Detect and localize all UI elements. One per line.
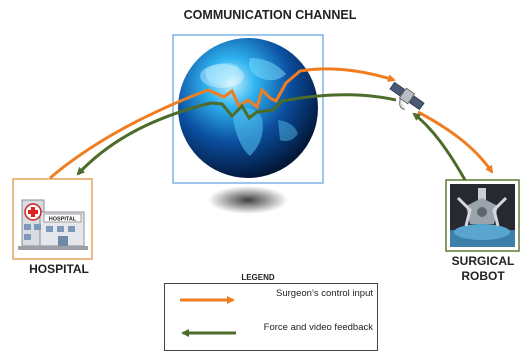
legend: Surgeon’s control input Force and video … [164,283,378,351]
feedback-path-satellite-to-hospital [76,93,397,176]
globe-shadow [208,186,288,214]
feedback-path-robot-to-satellite [412,112,467,181]
diagram-title: COMMUNICATION CHANNEL [183,8,357,22]
hospital-building-icon [18,199,88,250]
surgical-robot-icon [450,184,515,247]
legend-item-control-label: Surgeon’s control input [276,288,373,299]
robot-label: SURGICAL ROBOT [451,254,515,283]
control-path-satellite-to-robot [417,110,494,174]
hospital-label: HOSPITAL [29,262,89,276]
control-path-hospital-to-satellite [49,67,396,180]
satellite-icon [389,81,425,111]
hospital-sign-text: HOSPITAL [49,217,77,223]
legend-title: LEGEND [241,273,275,282]
legend-item-feedback-label: Force and video feedback [263,322,373,333]
earth-globe-icon [178,38,318,178]
